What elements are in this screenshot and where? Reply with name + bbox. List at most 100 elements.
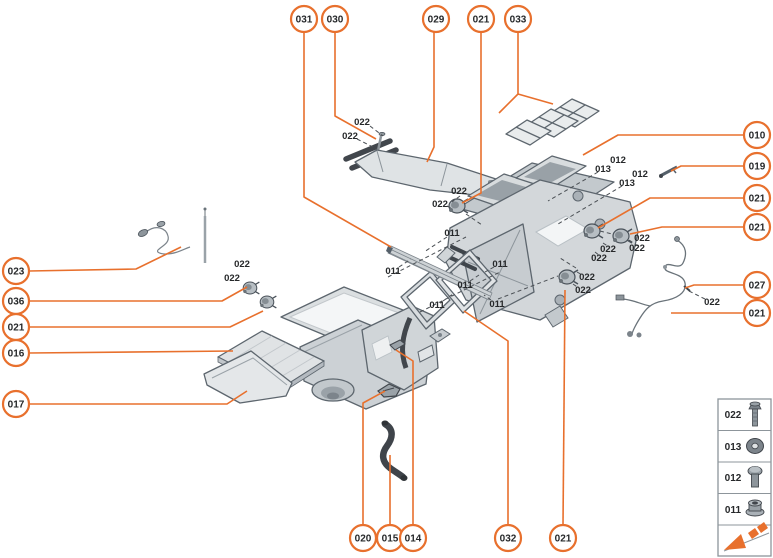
part-ref-label: 022	[354, 117, 370, 128]
legend-table: 022 013 012 011	[717, 398, 772, 557]
hex-bolt-icon	[748, 401, 762, 427]
callout-029[interactable]: 029	[421, 4, 451, 34]
leader-lines	[28, 32, 744, 526]
part-actuator-021-bottom	[558, 269, 579, 285]
callout-021-right-1[interactable]: 021	[742, 183, 772, 213]
parts-artwork	[137, 98, 691, 481]
part-small-bracket	[429, 328, 451, 343]
svg-text:013: 013	[725, 442, 742, 453]
part-ref-label: 022	[575, 285, 591, 296]
svg-text:030: 030	[327, 15, 344, 26]
part-drain-hose-015	[379, 420, 408, 481]
callout-023[interactable]: 023	[1, 256, 31, 286]
svg-text:033: 033	[510, 15, 527, 26]
svg-text:031: 031	[296, 15, 313, 26]
leader-line-033	[498, 32, 554, 114]
part-ref-label: 011	[492, 259, 508, 270]
leader-line-017	[29, 390, 248, 405]
leader-line-021-top	[461, 32, 482, 204]
part-ref-label: 022	[579, 272, 595, 283]
part-ref-label: 022	[634, 233, 650, 244]
callout-017[interactable]: 017	[1, 389, 31, 419]
part-main-housing-010	[445, 155, 639, 328]
part-ref-label: 012	[610, 155, 626, 166]
svg-text:027: 027	[749, 281, 766, 292]
part-sensor-019	[659, 165, 678, 178]
callout-010[interactable]: 010	[742, 120, 772, 150]
part-ref-label: 022	[224, 273, 240, 284]
part-ref-label: 022	[591, 253, 607, 264]
leader-line-014	[395, 349, 414, 525]
part-ref-label: 011	[489, 299, 505, 310]
part-ref-label: 013	[619, 178, 635, 189]
svg-text:022: 022	[725, 410, 742, 421]
legend-row-011: 011	[725, 499, 765, 517]
callout-033[interactable]: 033	[503, 4, 533, 34]
part-ref-label: 022	[629, 243, 645, 254]
part-blower-assembly	[280, 286, 439, 410]
part-gasket-frames-033	[505, 98, 600, 146]
part-ref-label: 011	[457, 280, 473, 291]
svg-text:014: 014	[405, 534, 422, 545]
leader-line-036	[29, 286, 248, 302]
callout-032[interactable]: 032	[493, 523, 523, 553]
leader-line-021-right-1	[597, 197, 744, 229]
callout-014[interactable]: 014	[398, 523, 428, 553]
legend-row-012: 012	[725, 466, 763, 488]
part-heater-rod-031	[386, 245, 493, 301]
leader-line-023	[28, 246, 182, 272]
part-ref-label: 022	[234, 259, 250, 270]
leader-line-010	[582, 134, 744, 156]
svg-text:021: 021	[749, 194, 766, 205]
callout-021-top[interactable]: 021	[466, 4, 496, 34]
part-actuator-021-right-2	[612, 228, 633, 244]
callout-036[interactable]: 036	[1, 286, 31, 316]
part-ref-label: 022	[451, 186, 467, 197]
callout-020[interactable]: 020	[348, 523, 378, 553]
callout-030[interactable]: 030	[320, 4, 350, 34]
callout-021-right-3[interactable]: 021	[742, 298, 772, 328]
svg-text:021: 021	[749, 223, 766, 234]
part-bracket-014	[389, 339, 406, 351]
part-ref-label: 013	[595, 164, 611, 175]
flange-nut-icon	[745, 499, 765, 517]
part-ref-label: 011	[429, 300, 445, 311]
svg-text:015: 015	[382, 534, 399, 545]
assembly-dashed-lines	[356, 125, 706, 313]
svg-text:021: 021	[8, 323, 25, 334]
legend-nav-arrow[interactable]	[723, 522, 770, 552]
leader-line-031	[303, 32, 392, 248]
callout-021-bottom[interactable]: 021	[548, 523, 578, 553]
svg-text:023: 023	[8, 267, 25, 278]
leader-line-019	[670, 165, 744, 172]
svg-text:017: 017	[8, 400, 25, 411]
svg-text:021: 021	[555, 534, 572, 545]
leader-line-016	[28, 350, 234, 354]
part-actuator-021-left	[259, 295, 277, 309]
washer-icon	[746, 438, 764, 454]
callout-016[interactable]: 016	[1, 338, 31, 368]
legend-row-022: 022	[725, 401, 762, 427]
leader-line-030	[334, 32, 377, 140]
callout-031[interactable]: 031	[289, 4, 319, 34]
part-ref-label: 022	[600, 244, 616, 255]
part-harness-027	[615, 236, 691, 338]
callout-circles: 031 030 029 021 033 010 019 021 021 027 …	[1, 4, 772, 553]
part-reference-labels: 022 022 022 022 011 012 013 012 013 022 …	[224, 117, 720, 311]
part-seal-frame-032	[435, 246, 498, 314]
leader-line-020	[362, 390, 386, 525]
callout-027[interactable]: 027	[742, 270, 772, 300]
callout-019[interactable]: 019	[742, 151, 772, 181]
part-ref-label: 022	[432, 199, 448, 210]
svg-text:016: 016	[8, 349, 25, 360]
svg-text:020: 020	[355, 534, 372, 545]
callout-021-left[interactable]: 021	[1, 312, 31, 342]
part-clip-020	[377, 383, 401, 398]
exploded-view-arrow-icon	[724, 522, 768, 550]
svg-text:019: 019	[749, 162, 766, 173]
callout-021-right-2[interactable]: 021	[742, 212, 772, 242]
part-ref-label: 012	[632, 169, 648, 180]
pan-screw-icon	[747, 466, 763, 488]
